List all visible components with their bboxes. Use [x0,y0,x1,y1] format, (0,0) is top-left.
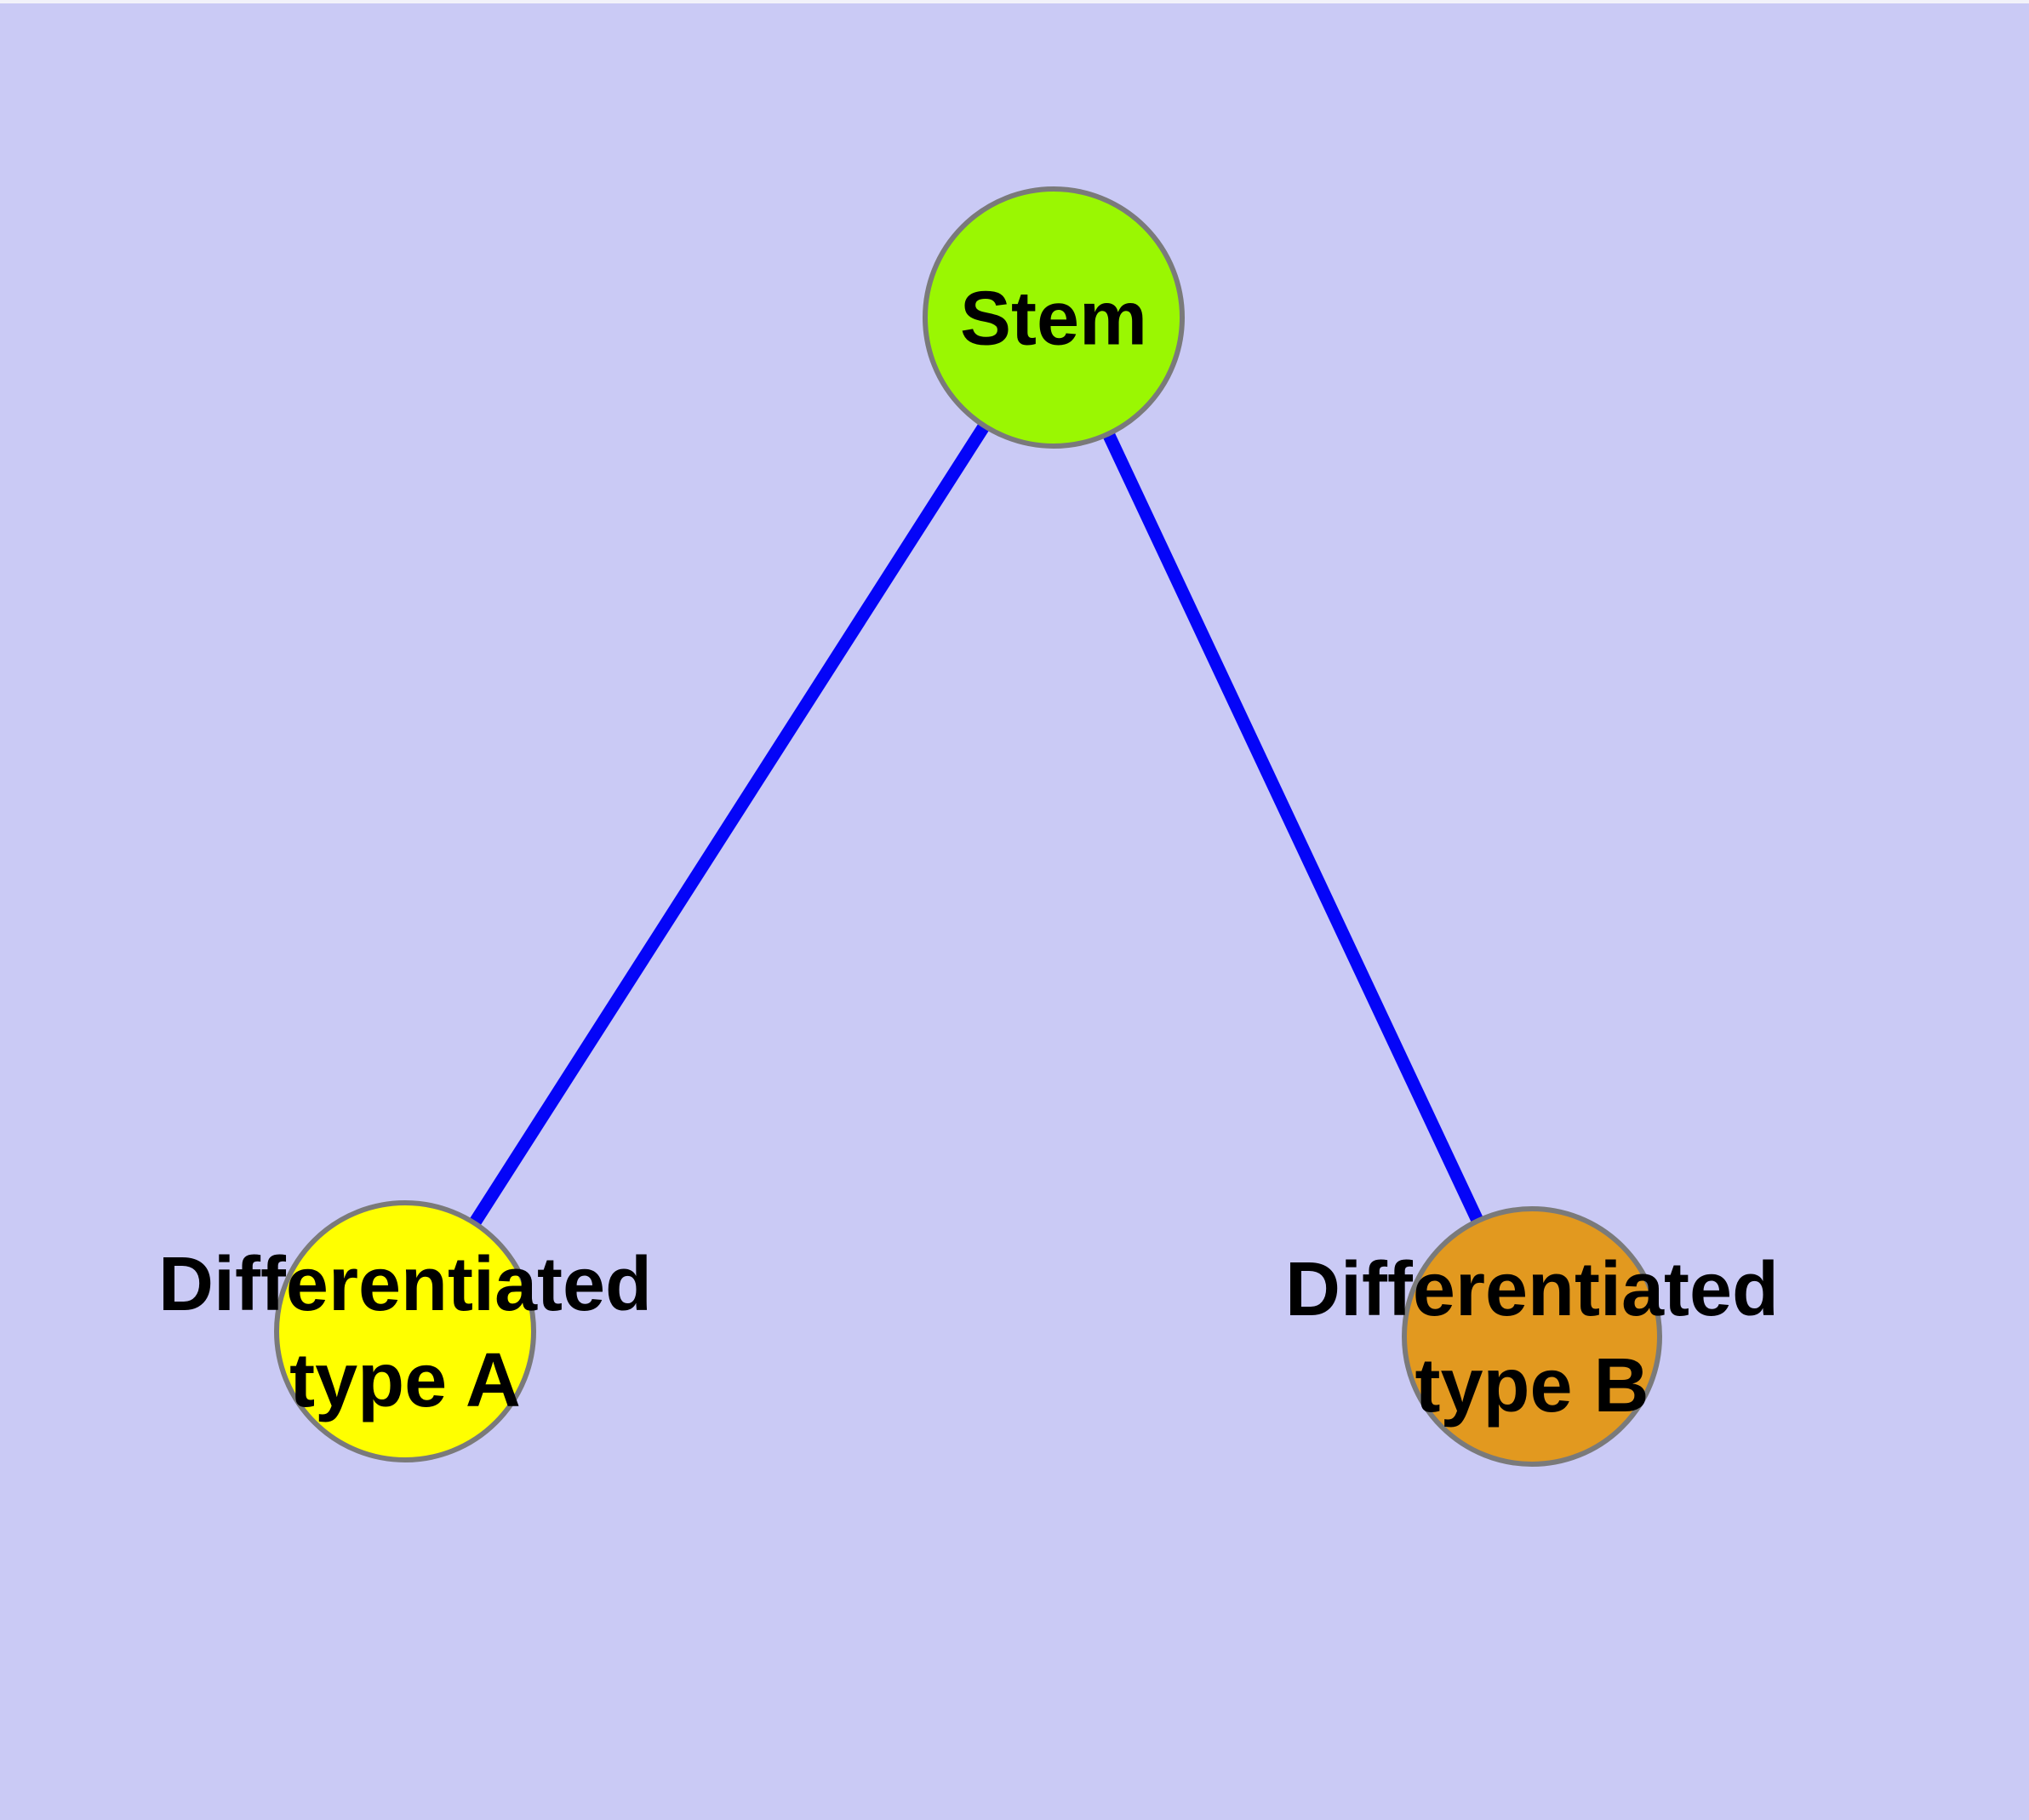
node-diff-b [1402,1206,1662,1467]
edge-stem-diff-a [399,313,1060,1336]
node-diff-a [274,1200,536,1462]
node-label-stem: Stem [960,277,1147,362]
node-label-line: Differentiated [1285,1247,1779,1332]
node-label-line: type B [1415,1343,1649,1428]
node-label-line: Stem [960,277,1147,362]
top-margin-strip [0,0,2029,3]
node-label-line: Differentiated [158,1242,652,1327]
node-label-line: type A [289,1338,521,1423]
node-stem [923,186,1185,449]
node-label-diff-b: Differentiated type B [1285,1247,1779,1428]
node-label-diff-a: Differentiated type A [158,1242,652,1423]
edge-stem-diff-b [1048,314,1538,1340]
